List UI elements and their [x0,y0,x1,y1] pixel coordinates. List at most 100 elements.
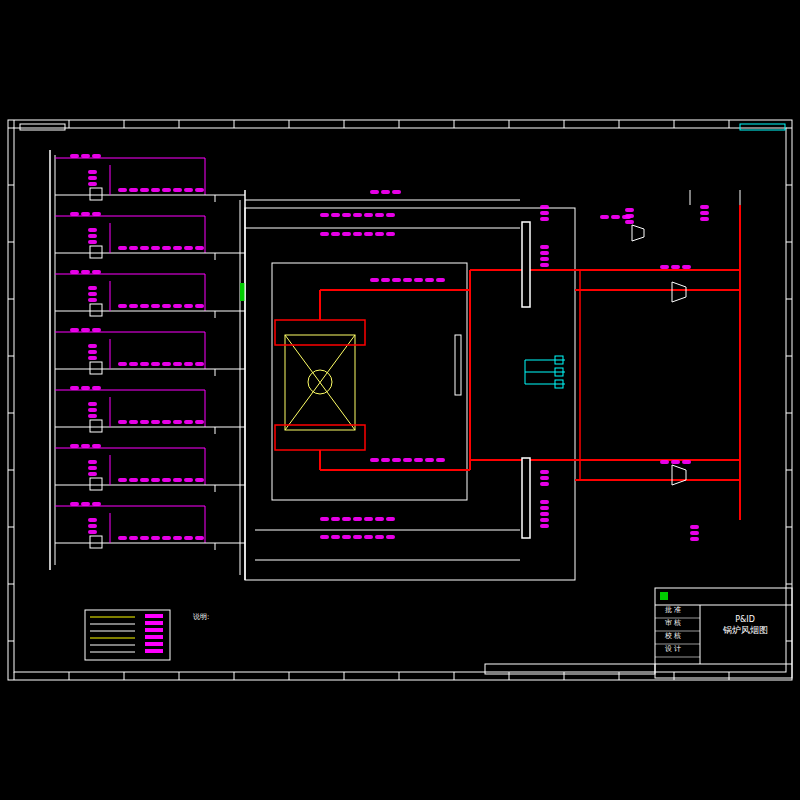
note-text: 说明: [193,614,209,622]
signal-line [110,339,111,369]
title-block [655,605,792,606]
instrument-tag [70,212,79,216]
stack [690,190,691,205]
stack [740,190,741,205]
grid-tick [729,120,730,128]
instrument-tag [140,478,149,482]
instrument-tag [381,278,390,282]
instrument-tag [173,362,182,366]
legend-text-mark [145,621,163,625]
note-text: 审 核 [665,620,681,628]
instrument-tag [540,205,549,209]
instrument-tag [660,460,669,464]
instrument-tag [195,246,204,250]
instrument-tag [118,188,127,192]
instrument-tag [173,478,182,482]
valve-symbol [90,362,102,374]
grid-tick [509,120,510,128]
instrument-tag [70,502,79,506]
instrument-tag [386,535,395,539]
note-text: 批 准 [665,607,681,615]
instrument-tag [81,270,90,274]
pipe-line [255,530,520,531]
instrument-tag [195,304,204,308]
pipe-line [575,289,680,291]
instrument-tag [92,502,101,506]
instrument-tag [173,246,182,250]
title-strip [485,664,655,674]
signal-line [110,513,111,543]
instrument-tag [184,420,193,424]
instrument-tag [184,188,193,192]
instrument-tag [414,458,423,462]
grid-tick [8,242,14,243]
pipe-line [215,485,216,492]
signal-line [205,390,206,427]
grid-tick [179,672,180,680]
instrument-tag [700,217,709,221]
tag-green [240,283,245,301]
title-block [655,588,792,678]
instrument-tag [540,217,549,221]
instrument-tag [625,208,634,212]
air-heater [275,425,365,450]
instrument-tag [370,190,379,194]
instrument-tag [195,536,204,540]
grid-tick [786,641,792,642]
grid-tick [289,672,290,680]
instrument-tag [162,478,171,482]
pipe-line [49,150,51,570]
title-block [655,618,700,619]
instrument-tag [320,535,329,539]
instrument-tag [88,518,97,522]
instrument-tag [540,476,549,480]
pipe-line [255,560,520,561]
instrument-tag [140,362,149,366]
instrument-tag [682,460,691,464]
outline [245,208,575,580]
pipe-line [55,485,245,486]
instrument-symbol [555,356,563,364]
pipe-line [470,459,740,461]
instrument-tag [540,263,549,267]
grid-tick [344,120,345,128]
instrument-tag [375,213,384,217]
instrument-tag [88,182,97,186]
drawing-no-box [20,124,65,130]
instrument-tag [625,220,634,224]
signal-line [110,281,111,311]
pipe-line [575,479,740,481]
instrument-tag [118,420,127,424]
pipe-line [319,450,321,470]
instrument-tag [386,213,395,217]
instrument-tag [140,536,149,540]
signal-line [205,216,206,253]
instrument-tag [173,188,182,192]
grid-tick [8,527,14,528]
instrument-tag [151,536,160,540]
instrument-tag [88,524,97,528]
grid-tick [8,584,14,585]
valve-symbol [90,420,102,432]
instrument-tag [88,356,97,360]
instrument-tag [425,458,434,462]
instrument-tag [88,408,97,412]
instrument-tag [690,537,699,541]
instrument-tag [386,517,395,521]
instrument-tag [129,536,138,540]
instrument-tag [690,525,699,529]
instrument-tag [540,512,549,516]
instrument-tag [151,246,160,250]
instrument-tag [88,350,97,354]
instrument-tag [381,190,390,194]
grid-tick [344,672,345,680]
instrument-tag [436,458,445,462]
instrument-tag [140,304,149,308]
instrument-tag [660,265,669,269]
electrostatic-precipitator [522,458,530,538]
grid-tick [69,120,70,128]
pipe-line [55,311,245,312]
instrument-tag [162,304,171,308]
instrument-tag [88,176,97,180]
